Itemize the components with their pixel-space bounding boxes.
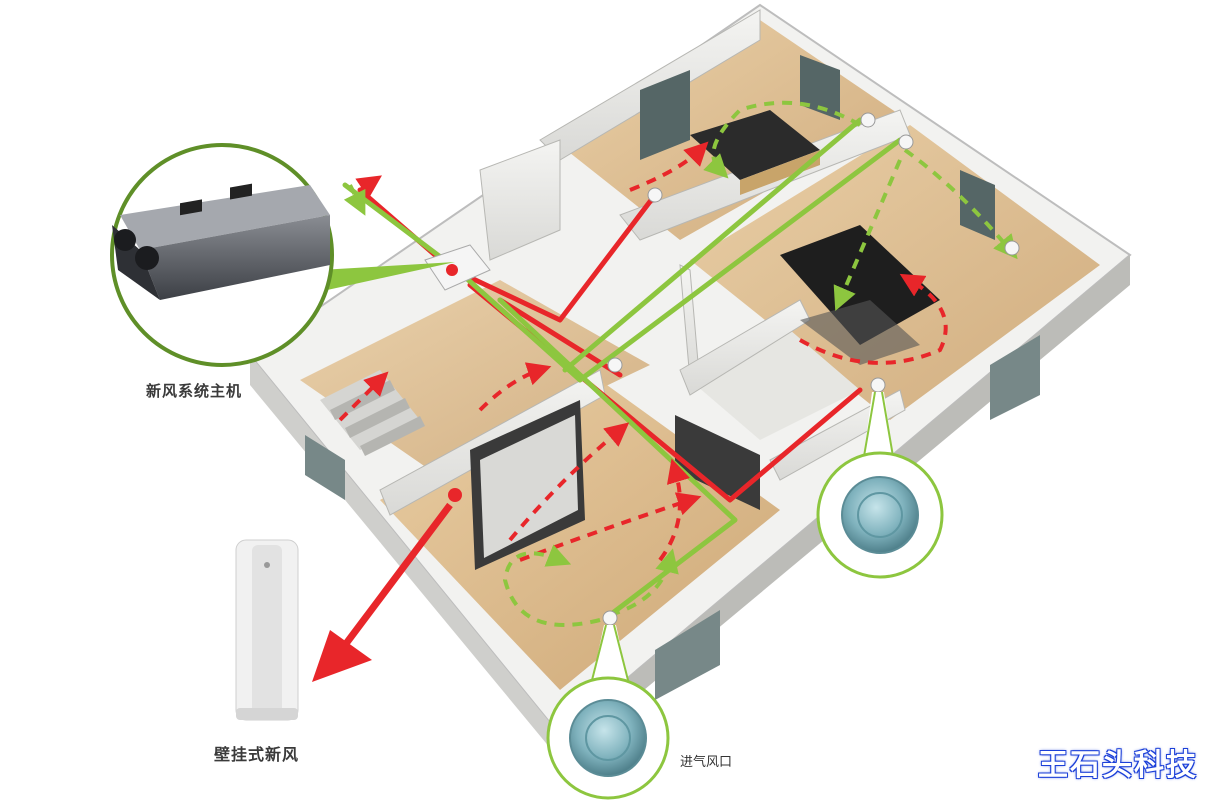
air-inlet-label: 进气风口 <box>680 755 733 770</box>
ventilation-unit-icon <box>112 183 330 300</box>
host-unit-in-house <box>424 244 491 291</box>
vent-icon <box>898 134 914 150</box>
vent-callout-right <box>816 391 944 579</box>
ceiling-vent-icon <box>841 476 919 554</box>
wall-unit-label: 壁挂式新风 <box>214 745 300 764</box>
watermark-text: 王石头科技 <box>1038 748 1198 783</box>
vent-icon <box>647 187 663 203</box>
ceiling-vents <box>602 112 1020 626</box>
host-unit-label: 新风系统主机 <box>146 382 243 400</box>
vent-icon <box>602 610 618 626</box>
vent-icon <box>607 357 623 373</box>
vent-icon <box>860 112 876 128</box>
ceiling-vent-icon <box>569 699 647 777</box>
vent-callout-bottom <box>546 624 670 800</box>
vent-icon <box>870 377 886 393</box>
furniture <box>320 110 940 456</box>
fresh-air-duct <box>342 117 903 618</box>
vent-icon <box>1004 240 1020 256</box>
wall-unit-pointer-arrow <box>312 488 462 682</box>
doors-and-windows <box>305 55 1040 700</box>
air-purifier-icon <box>235 539 299 721</box>
host-unit-callout <box>110 143 455 367</box>
fresh-airflow-arrows <box>343 100 1018 627</box>
